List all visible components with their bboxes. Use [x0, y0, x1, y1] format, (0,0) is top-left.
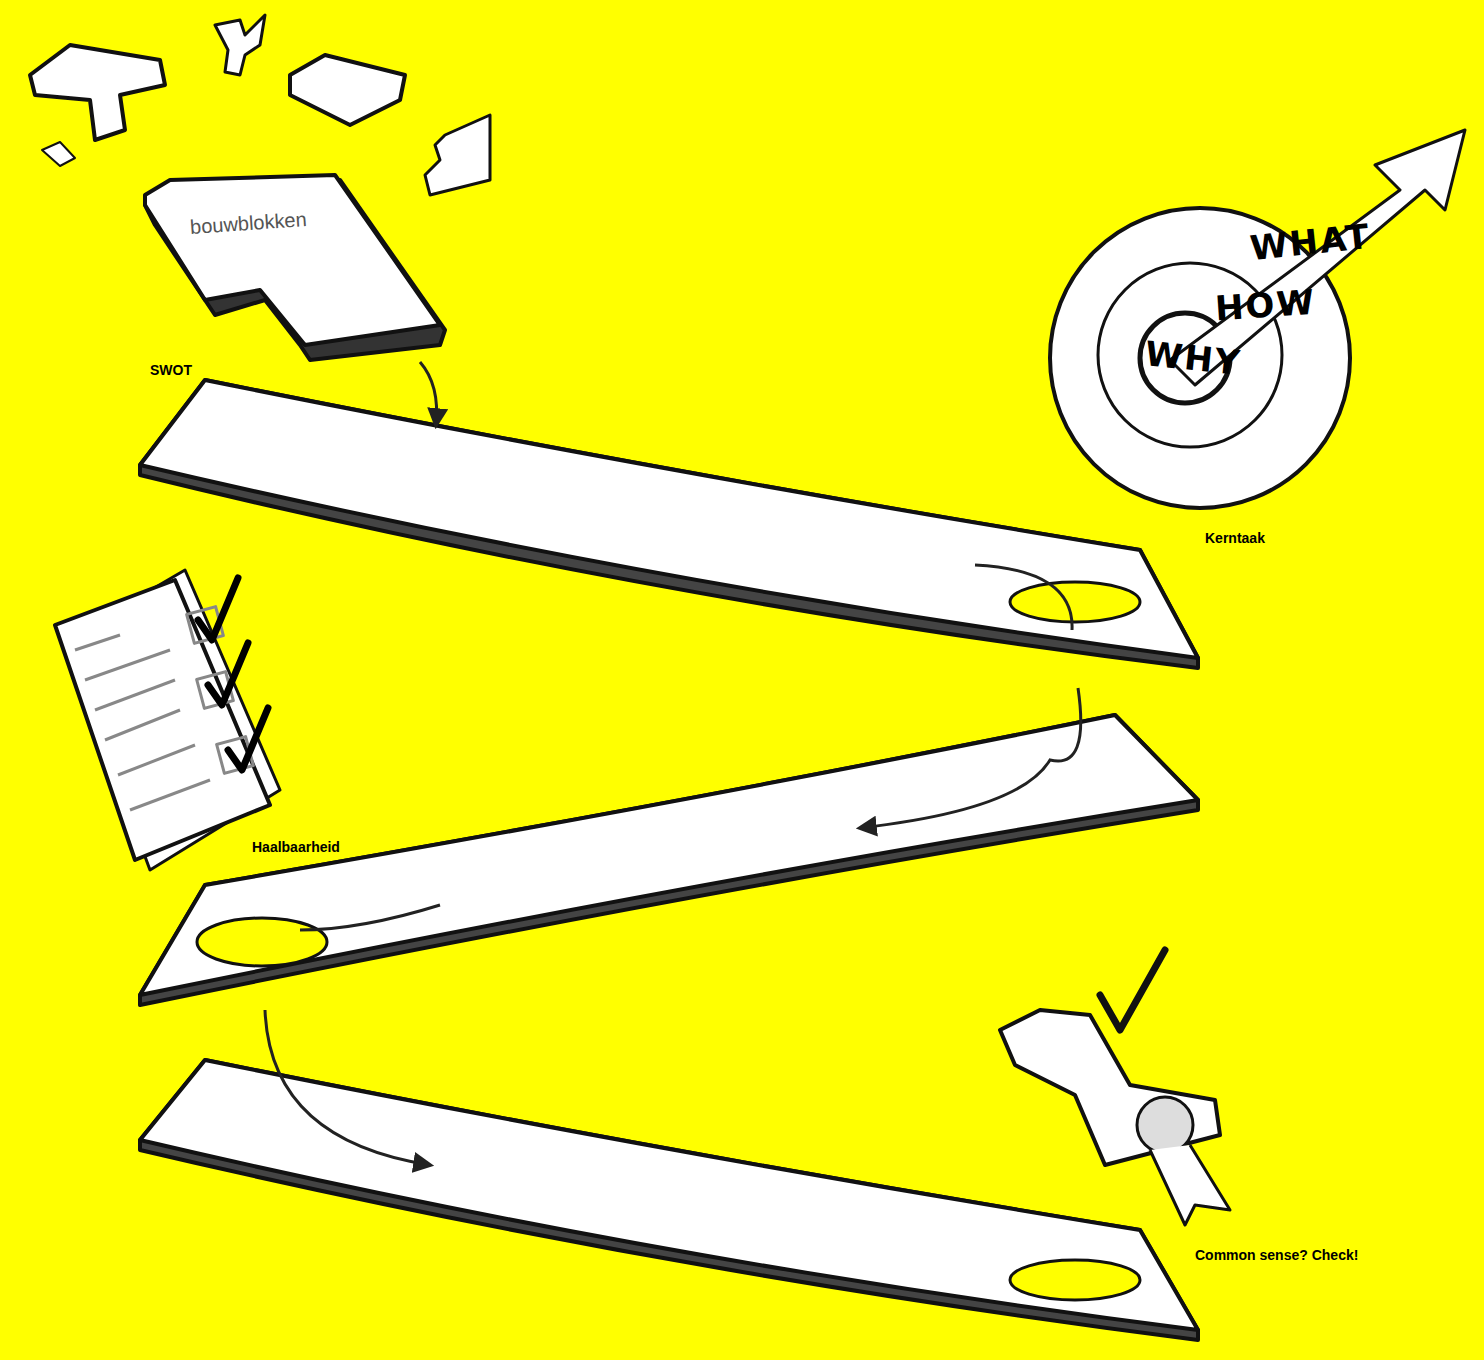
target-word: HOW: [1214, 282, 1317, 329]
step-label: Kerntaak: [1205, 530, 1265, 546]
step-label: Haalbaarheid: [252, 839, 340, 855]
step-label: Common sense? Check!: [1195, 1247, 1358, 1263]
step-label: SWOT: [150, 362, 192, 378]
